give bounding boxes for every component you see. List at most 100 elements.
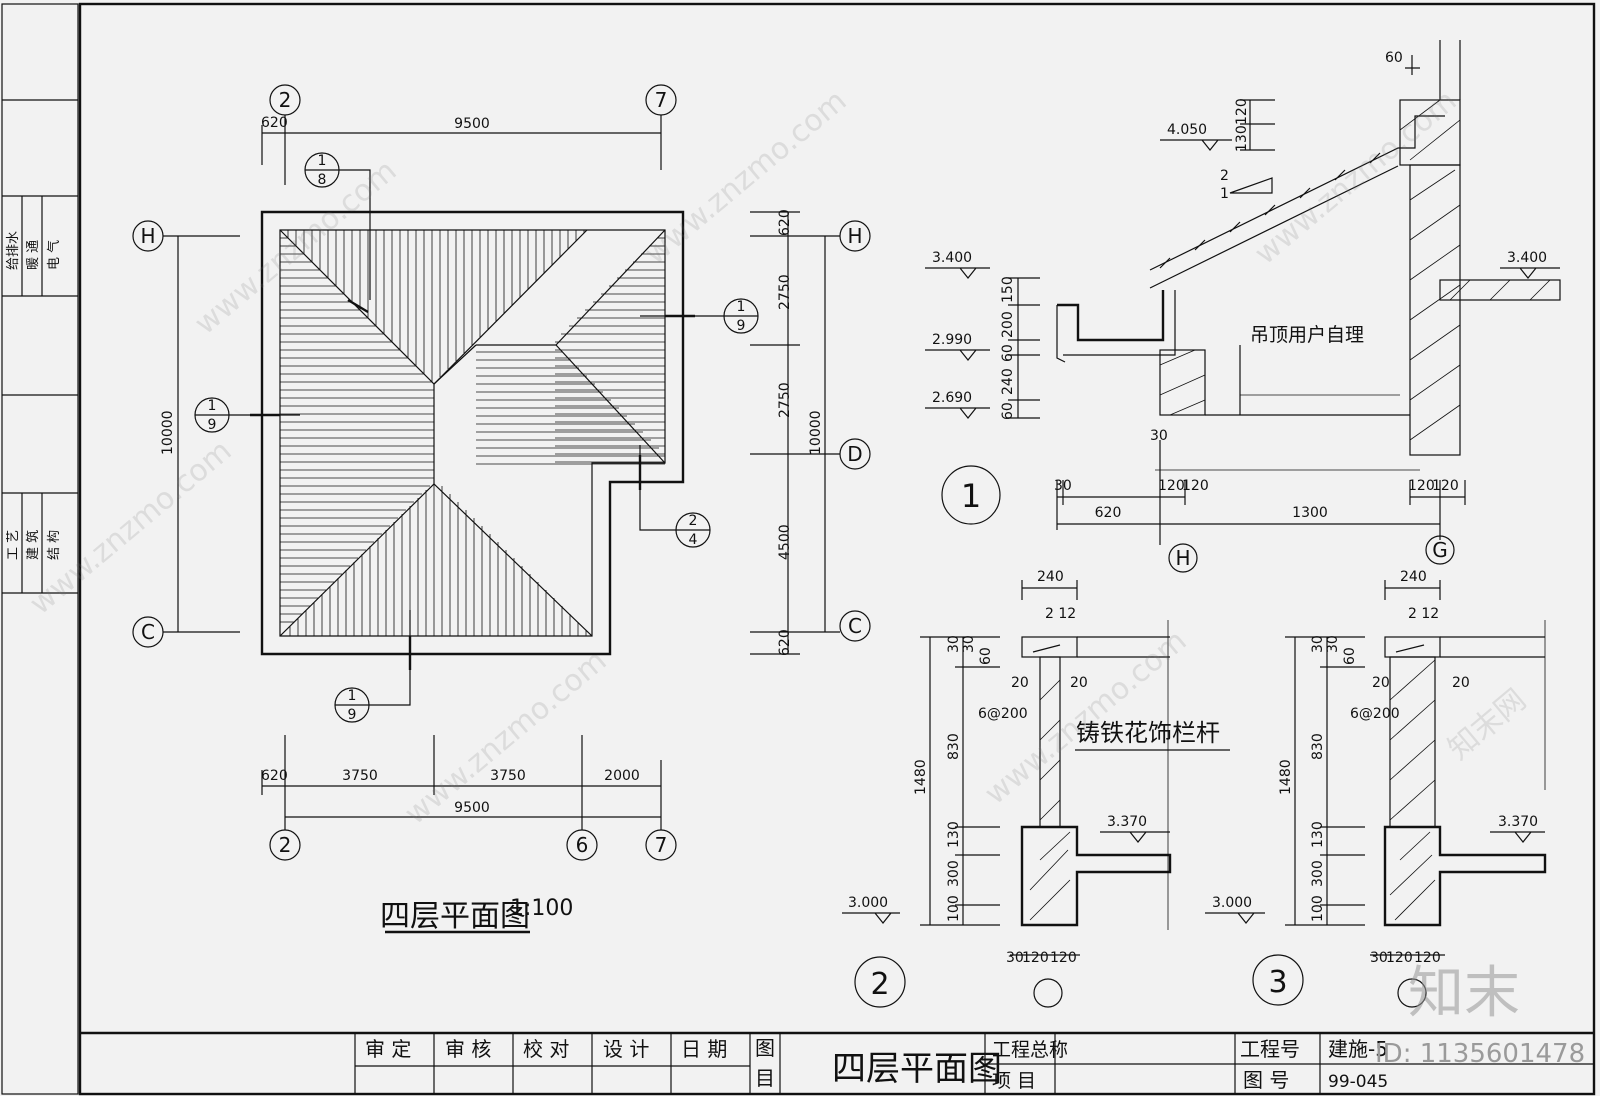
detail-1-axis-h: H <box>1168 543 1198 573</box>
svg-text:130: 130 <box>1310 821 1326 848</box>
svg-text:工程总称: 工程总称 <box>992 1039 1068 1061</box>
svg-text:3.370: 3.370 <box>1107 814 1147 830</box>
svg-text:620: 620 <box>1095 505 1122 521</box>
svg-text:150: 150 <box>1000 276 1016 303</box>
watermark-logo: 知末 <box>1408 961 1520 1026</box>
svg-text:830: 830 <box>946 733 962 760</box>
svg-text:2: 2 <box>1220 168 1229 184</box>
svg-text:D: D <box>847 442 862 466</box>
title-block: 审 定 审 核 校 对 设 计 日 期 图 目 四层平面图 工程总称 项 目 工… <box>80 961 1594 1094</box>
svg-text:1: 1 <box>318 153 327 169</box>
svg-text:8: 8 <box>318 172 327 188</box>
svg-text:120: 120 <box>1386 950 1413 966</box>
tb-sheet-number: 99-045 <box>1328 1072 1388 1092</box>
svg-text:6: 6 <box>576 833 589 857</box>
svg-text:60: 60 <box>978 647 994 665</box>
plan-dim-top-offset: 620 <box>261 115 288 131</box>
svg-text:3750: 3750 <box>342 768 378 784</box>
svg-text:60: 60 <box>1000 344 1016 362</box>
watermark-id: ID: 1135601478 <box>1375 1039 1585 1069</box>
svg-text:20: 20 <box>1070 675 1088 691</box>
svg-text:1: 1 <box>208 398 217 414</box>
svg-text:图 号: 图 号 <box>1243 1068 1289 1092</box>
grid-bubble-7-bottom: 7 <box>645 829 677 861</box>
svg-text:1: 1 <box>737 299 746 315</box>
tb-role-date: 日 期 <box>681 1037 727 1061</box>
svg-text:240: 240 <box>1400 569 1427 585</box>
svg-text:3750: 3750 <box>490 768 526 784</box>
svg-text:30: 30 <box>1150 428 1168 444</box>
svg-text:2: 2 <box>689 513 698 529</box>
svg-text:3.370: 3.370 <box>1498 814 1538 830</box>
svg-text:200: 200 <box>1000 311 1016 338</box>
svg-text:9500: 9500 <box>454 800 490 816</box>
svg-text:30: 30 <box>1325 635 1341 653</box>
detail-1-number: 1 <box>941 465 1001 525</box>
svg-text:1300: 1300 <box>1292 505 1328 521</box>
svg-text:120: 120 <box>1432 478 1459 494</box>
callout-1-9-left: 19 <box>194 397 300 433</box>
svg-text:2750: 2750 <box>777 274 793 310</box>
svg-text:9: 9 <box>208 417 217 433</box>
svg-text:7: 7 <box>655 88 668 112</box>
svg-text:H: H <box>847 224 862 248</box>
tb-role-approve: 审 定 <box>365 1037 411 1061</box>
svg-text:3.400: 3.400 <box>932 250 972 266</box>
svg-text:30: 30 <box>961 635 977 653</box>
svg-text:H: H <box>1175 546 1190 570</box>
svg-text:240: 240 <box>1037 569 1064 585</box>
svg-text:工程号: 工程号 <box>1240 1037 1300 1061</box>
discipline-architecture: 建 筑 <box>25 530 41 560</box>
svg-text:1480: 1480 <box>1278 759 1294 795</box>
svg-text:20: 20 <box>1452 675 1470 691</box>
discipline-hvac: 暖 通 <box>26 240 41 270</box>
tb-drawing-name: 四层平面图 <box>832 1049 1002 1089</box>
svg-text:2: 2 <box>279 88 292 112</box>
svg-text:C: C <box>141 620 155 644</box>
svg-text:1: 1 <box>961 477 981 515</box>
svg-text:30: 30 <box>1054 478 1072 494</box>
svg-text:620: 620 <box>777 209 793 236</box>
svg-text:300: 300 <box>946 860 962 887</box>
svg-text:240: 240 <box>1000 368 1016 395</box>
svg-text:620: 620 <box>777 629 793 656</box>
grid-bubble-7-top: 7 <box>645 84 677 116</box>
svg-text:120: 120 <box>1182 478 1209 494</box>
svg-text:项 目: 项 目 <box>992 1070 1036 1092</box>
detail-1-axis-g: G <box>1425 535 1455 565</box>
svg-text:130: 130 <box>946 821 962 848</box>
callout-1-9-bottom: 19 <box>334 610 412 723</box>
detail-2-number: 2 <box>854 956 906 1008</box>
svg-text:100: 100 <box>1310 895 1326 922</box>
svg-text:H: H <box>140 224 155 248</box>
grid-bubble-c-left: C <box>132 616 164 648</box>
discipline-electrical: 电 气 <box>46 240 62 270</box>
svg-text:2.690: 2.690 <box>932 390 972 406</box>
detail-1-eave-section: 4.050 3.400 3.400 2.990 2.690 2 1 120 13… <box>925 40 1561 573</box>
sheet-border <box>78 2 1596 1096</box>
svg-text:1: 1 <box>1220 186 1229 202</box>
plan-title: 四层平面图 <box>380 899 530 934</box>
svg-text:1: 1 <box>348 688 357 704</box>
svg-text:120: 120 <box>1408 478 1435 494</box>
detail-2-note: 铸铁花饰栏杆 <box>1076 719 1220 747</box>
svg-text:620: 620 <box>261 768 288 784</box>
svg-text:60: 60 <box>1000 402 1016 420</box>
svg-text:3.400: 3.400 <box>1507 250 1547 266</box>
detail-3-parapet-section: 240 2 12 20 20 6@200 3.370 3.000 30 30 6… <box>1205 569 1547 1008</box>
svg-text:2.990: 2.990 <box>932 332 972 348</box>
detail-1-note: 吊顶用户自理 <box>1250 324 1364 346</box>
svg-text:3.000: 3.000 <box>1212 895 1252 911</box>
svg-text:4: 4 <box>689 532 698 548</box>
tb-role-review: 审 核 <box>445 1037 491 1061</box>
plan-dim-left-total: 10000 <box>160 410 176 455</box>
svg-text:120: 120 <box>1050 950 1077 966</box>
svg-text:2 12: 2 12 <box>1045 606 1076 622</box>
detail-3-number: 3 <box>1252 954 1304 1006</box>
svg-text:9: 9 <box>737 318 746 334</box>
plan-scale: 1:100 <box>510 896 573 921</box>
svg-text:120: 120 <box>1414 950 1441 966</box>
svg-text:2: 2 <box>279 833 292 857</box>
svg-text:120: 120 <box>1022 950 1049 966</box>
